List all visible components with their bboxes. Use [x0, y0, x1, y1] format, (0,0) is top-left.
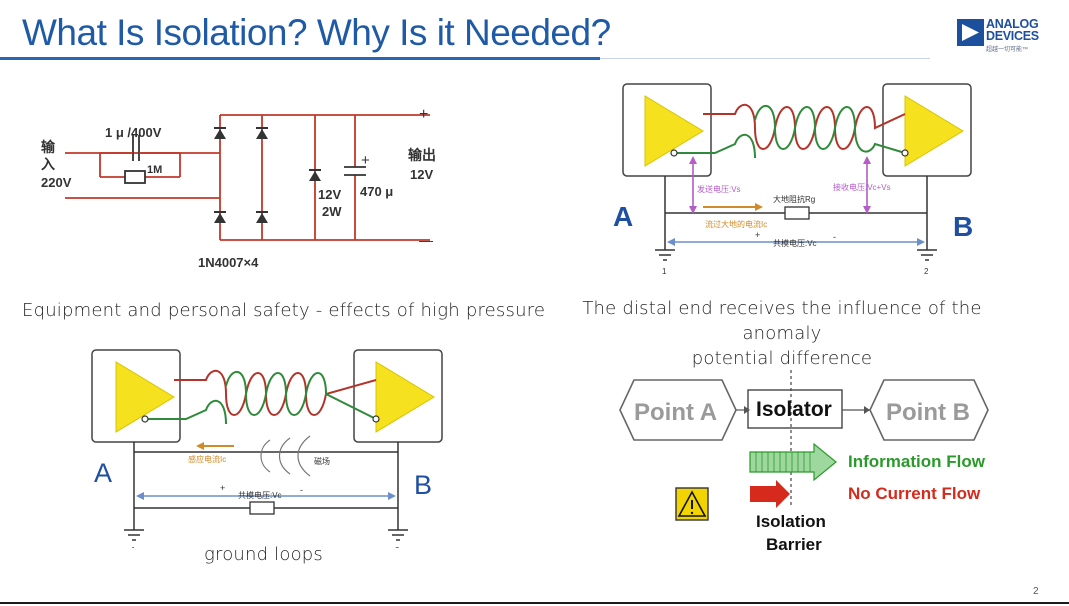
warning-icon [675, 487, 709, 521]
rectifier-caption: Equipment and personal safety - effects … [22, 300, 546, 321]
distal-minus: - [833, 232, 836, 242]
distal-plus: + [755, 230, 760, 240]
distal-caption-line-2: potential difference [691, 348, 873, 369]
isolator-label: Isolator [756, 398, 832, 421]
loops-minus: - [300, 485, 303, 495]
loops-common-mode-label: 共模电压:Vc [238, 490, 282, 500]
page-number: 2 [1033, 586, 1039, 597]
analog-devices-logo: ANALOG DEVICES 超越一切可能™ [957, 16, 1047, 56]
input-label-2: 入 [41, 156, 55, 172]
bottom-rule [0, 602, 1069, 604]
output-cap-label: 470 μ [360, 184, 393, 199]
isolation-barrier-diagram: Point A Isolator Point B Information Flo… [619, 370, 989, 554]
recv-voltage-label: 接收电压:Vc+Vs [833, 182, 891, 192]
barrier-label-line-2: Barrier [766, 535, 822, 554]
magnetic-field-label: 磁场 [314, 456, 330, 466]
point-b-label: Point B [886, 399, 970, 426]
distal-end-diagram: A B 发送电压:Vs 接收电压:Vc+Vs 大地阻抗Rg 流过大地的电流Ic … [613, 83, 973, 276]
loops-label-a: A [94, 458, 112, 488]
title-underline-light [600, 58, 930, 59]
distal-caption: The distal end receives the influence of… [546, 296, 1018, 371]
loops-plus: + [220, 483, 225, 493]
minus-terminal: — [419, 232, 433, 248]
induced-current-label: 感应电流Ic [188, 454, 226, 464]
ground-loops-caption: ground loops [204, 544, 324, 565]
output-label: 输出 [408, 147, 436, 163]
logo-text-devices: DEVICES [986, 29, 1039, 43]
output-voltage-label: 12V [410, 167, 433, 182]
logo-text-analog: ANALOG [986, 17, 1039, 31]
analog-devices-logo-icon [957, 19, 984, 46]
cap-plus-label: + [361, 152, 370, 169]
zener-power-label: 2W [322, 204, 342, 219]
input-label-1: 输 [41, 139, 56, 155]
capacitor-label: 1 μ /400V [105, 125, 162, 140]
distal-label-a: A [613, 201, 633, 232]
title-underline [0, 57, 600, 60]
point-a-label: Point A [634, 399, 717, 426]
ground-current-label: 流过大地的电流Ic [705, 219, 767, 229]
slide-title: What Is Isolation? Why Is it Needed? [22, 12, 611, 53]
barrier-label-line-1: Isolation [756, 512, 826, 531]
info-flow-label: Information Flow [848, 452, 986, 471]
loops-gnd-1: 1 [131, 546, 136, 548]
input-voltage-label: 220V [41, 175, 72, 190]
distal-label-b: B [953, 211, 973, 242]
ground-resistor-label: 大地阻抗Rg [773, 194, 815, 204]
plus-terminal: + [419, 106, 428, 123]
loops-label-b: B [414, 470, 432, 500]
logo-tagline: 超越一切可能™ [986, 47, 1029, 53]
distal-gnd-1: 1 [662, 267, 667, 276]
send-voltage-label: 发送电压:Vs [697, 184, 741, 194]
diodes-label: 1N4007×4 [198, 255, 259, 270]
distal-caption-line-1: The distal end receives the influence of… [582, 298, 982, 344]
rectifier-circuit-diagram: 输 入 220V 1 μ /400V 1M 12V 2W 470 μ + 输出 … [41, 106, 436, 270]
common-mode-label: 共模电压:Vc [773, 238, 817, 248]
no-current-label: No Current Flow [848, 484, 981, 503]
loops-gnd-2: 2 [395, 546, 400, 548]
distal-gnd-2: 2 [924, 267, 929, 276]
zener-voltage-label: 12V [318, 187, 341, 202]
resistor-label: 1M [147, 164, 162, 176]
ground-loops-diagram: A B 感应电流Ic 磁场 共模电压:Vc + - 1 2 [91, 349, 443, 548]
